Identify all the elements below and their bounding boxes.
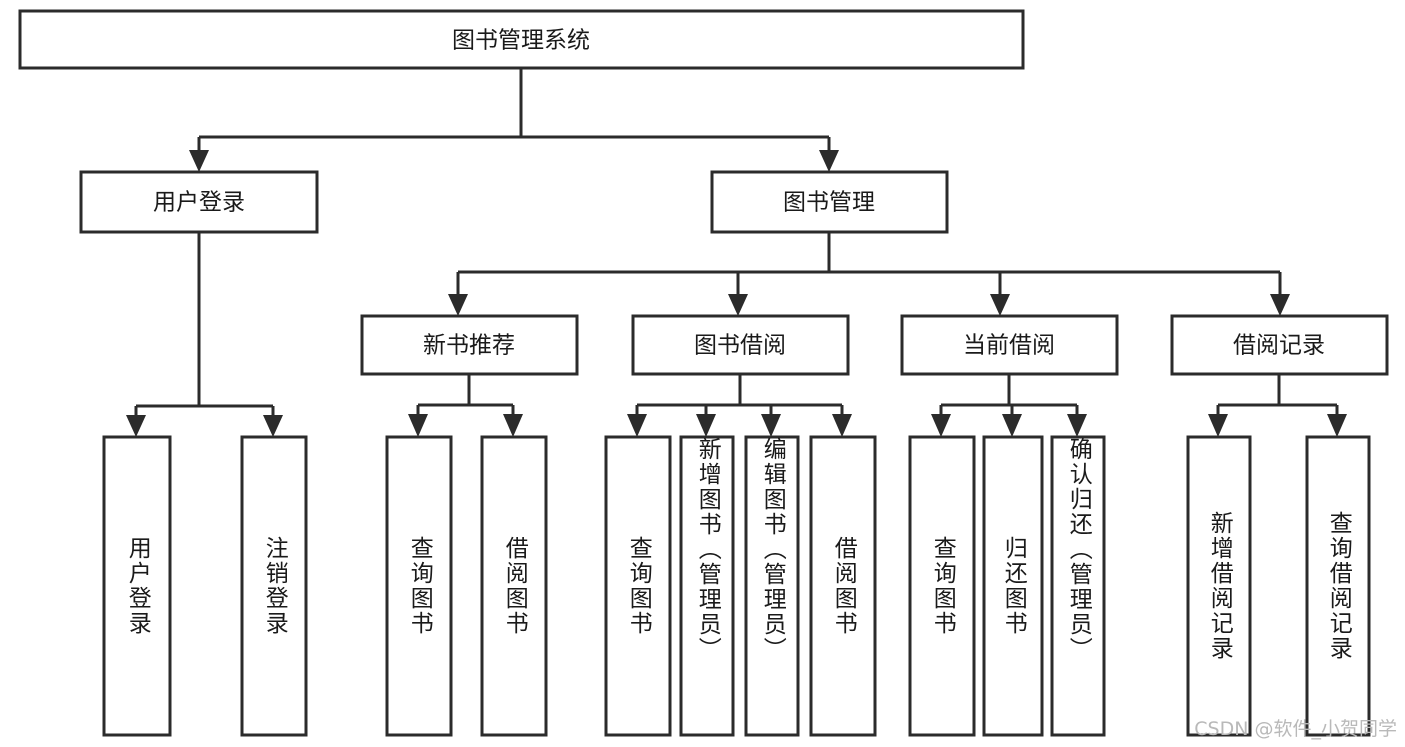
node-root-label: 图书管理系统 bbox=[452, 28, 590, 54]
node-book-manage-label: 图书管理 bbox=[783, 190, 875, 216]
arrowhead-leaf-borrow-book-rec bbox=[503, 414, 523, 437]
arrowhead-leaf-add-record bbox=[1208, 414, 1228, 437]
node-leaf-query-book-borrow-box[interactable] bbox=[604, 435, 672, 737]
node-leaf-borrow-book-rec-box[interactable] bbox=[480, 435, 548, 737]
arrowhead-leaf-query-book-borrow bbox=[627, 414, 647, 437]
arrowhead-leaf-query-book-rec bbox=[408, 414, 428, 437]
arrowhead-user-login bbox=[189, 150, 209, 172]
node-leaf-borrow-book-box[interactable] bbox=[809, 435, 877, 737]
node-leaf-query-record-box[interactable] bbox=[1305, 435, 1371, 737]
node-leaf-query-book-rec-box[interactable] bbox=[385, 435, 453, 737]
arrowhead-leaf-return-book bbox=[1002, 414, 1022, 437]
node-root-box[interactable] bbox=[18, 9, 1025, 70]
node-user-login-label: 用户登录 bbox=[153, 190, 245, 216]
node-leaf-query-book-cur-box[interactable] bbox=[908, 435, 976, 737]
connector-group-book-borrow bbox=[627, 374, 852, 437]
arrowhead-leaf-borrow-book bbox=[832, 414, 852, 437]
arrowhead-leaf-add-book bbox=[696, 414, 716, 437]
node-root[interactable]: 图书管理系统 bbox=[18, 9, 1025, 70]
arrowhead-leaf-query-record bbox=[1327, 414, 1347, 437]
arrowhead-leaf-query-book-cur bbox=[931, 414, 951, 437]
node-borrow-record-box[interactable] bbox=[1170, 314, 1389, 376]
arrowhead-leaf-user-login bbox=[126, 415, 146, 437]
arrowhead-borrow-record bbox=[1270, 294, 1290, 316]
connector-group-borrow-record bbox=[1208, 374, 1347, 437]
node-book-borrow-box[interactable] bbox=[631, 314, 850, 376]
node-current-borrow-label: 当前借阅 bbox=[963, 333, 1055, 359]
csdn-watermark: CSDN @软件_小贺同学 bbox=[1194, 718, 1397, 740]
node-book-manage-box[interactable] bbox=[710, 170, 949, 234]
connector-group-root bbox=[189, 68, 839, 172]
node-user-login-box[interactable] bbox=[79, 170, 319, 234]
node-leaf-return-book-box[interactable] bbox=[982, 435, 1044, 737]
connector-group-book-manage bbox=[448, 232, 1290, 316]
node-leaf-add-book-box[interactable] bbox=[679, 435, 735, 737]
node-leaf-logout-box[interactable] bbox=[240, 435, 308, 737]
arrowhead-leaf-edit-book bbox=[761, 414, 781, 437]
node-borrow-record-label: 借阅记录 bbox=[1233, 333, 1325, 359]
arrowhead-leaf-logout bbox=[263, 415, 283, 437]
node-current-borrow[interactable]: 当前借阅 bbox=[900, 314, 1119, 376]
node-leaf-confirm-return-box[interactable] bbox=[1050, 435, 1106, 737]
node-book-borrow[interactable]: 图书借阅 bbox=[631, 314, 850, 376]
arrowhead-book-borrow bbox=[728, 294, 748, 316]
node-book-borrow-label: 图书借阅 bbox=[694, 333, 786, 359]
node-user-login[interactable]: 用户登录 bbox=[79, 170, 319, 234]
node-borrow-record[interactable]: 借阅记录 bbox=[1170, 314, 1389, 376]
connector-group-current-borrow bbox=[931, 374, 1087, 437]
node-new-book-rec-label: 新书推荐 bbox=[423, 333, 515, 359]
node-leaf-add-record-box[interactable] bbox=[1186, 435, 1252, 737]
arrowhead-book-manage bbox=[819, 150, 839, 172]
arrowhead-new-book-rec bbox=[448, 294, 468, 316]
node-leaf-user-login-box[interactable] bbox=[102, 435, 172, 737]
connector-group-new-book-rec bbox=[408, 374, 523, 437]
node-current-borrow-box[interactable] bbox=[900, 314, 1119, 376]
node-new-book-rec[interactable]: 新书推荐 bbox=[360, 314, 579, 376]
arrowhead-leaf-confirm-return bbox=[1067, 414, 1087, 437]
arrowhead-current-borrow bbox=[990, 294, 1010, 316]
leaf-boxes bbox=[102, 435, 1371, 737]
node-leaf-edit-book-box[interactable] bbox=[744, 435, 800, 737]
node-new-book-rec-box[interactable] bbox=[360, 314, 579, 376]
node-book-manage[interactable]: 图书管理 bbox=[710, 170, 949, 234]
connector-group-user-login bbox=[126, 232, 283, 437]
